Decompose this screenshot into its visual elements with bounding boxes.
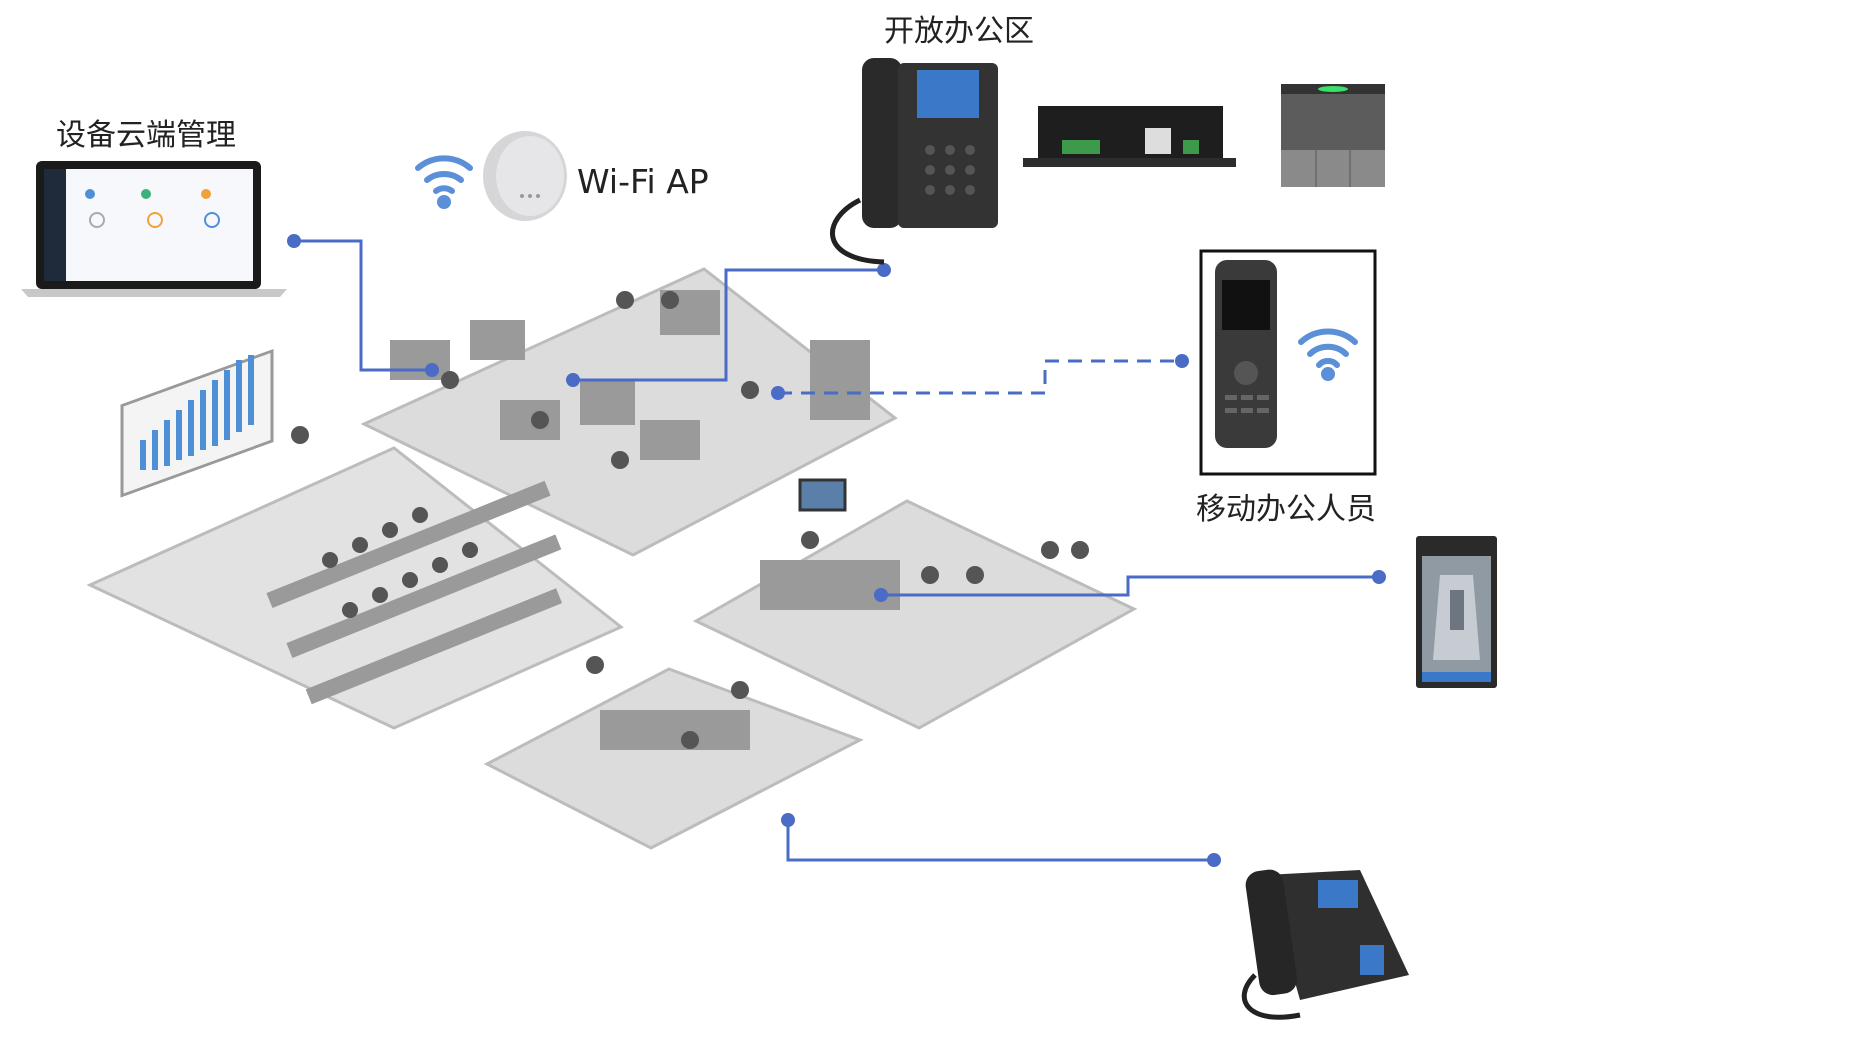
bottom-phone-connector <box>786 820 1214 862</box>
cloud-management-label: 设备云端管理 <box>56 118 236 153</box>
door-access-terminal-icon <box>1416 536 1497 688</box>
office-scene <box>86 267 1138 850</box>
open-office-label: 开放办公区 <box>884 14 1034 49</box>
reception-floor <box>692 499 1138 730</box>
desk-phone-icon <box>830 58 998 265</box>
intercom-panel-icon <box>1281 84 1385 187</box>
deskphone-connector <box>573 268 884 382</box>
mobile-wifi-icon <box>1298 328 1358 381</box>
reception-tv <box>798 478 847 512</box>
desk-phone-bottom-icon <box>1241 869 1409 1020</box>
access-point-device <box>483 131 567 221</box>
wifi-ap-label: Wi-Fi AP <box>577 162 709 201</box>
mobile-staff-frame <box>1199 249 1377 476</box>
conference-room-floor <box>86 446 624 730</box>
manager-office-floor <box>483 667 864 850</box>
gateway-device-icon <box>1023 106 1236 167</box>
wifi-icon <box>415 155 473 209</box>
door-access-connector <box>881 575 1379 597</box>
cloud-connector <box>294 239 432 372</box>
mobile-phone-icon <box>1215 260 1277 448</box>
mobile-connector <box>778 359 1182 395</box>
mobile-staff-label: 移动办公人员 <box>1196 492 1376 527</box>
connector-dots <box>287 234 1386 867</box>
laptop-icon <box>21 161 287 297</box>
connector-lines <box>294 239 1379 862</box>
presentation-board <box>120 348 274 498</box>
